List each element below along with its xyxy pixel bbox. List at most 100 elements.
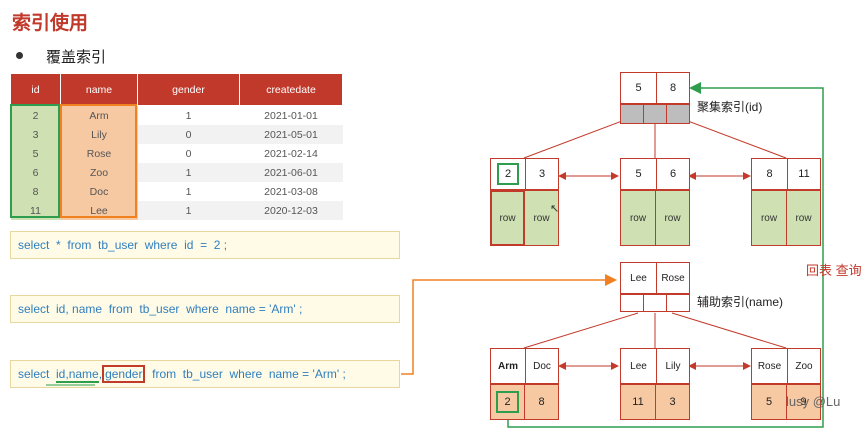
sql-query-3-prefix: select: [18, 367, 57, 381]
leaf-key: 2: [491, 159, 526, 189]
leaf-key: Doc: [533, 360, 551, 372]
cell-id: 11: [10, 201, 61, 220]
table-row: 8 Doc 1 2021-03-08: [10, 182, 343, 201]
pointer-slot: [666, 294, 690, 312]
leaf-key: Lily: [665, 360, 681, 372]
cell-name: Rose: [60, 144, 138, 163]
cell-id: 5: [10, 144, 61, 163]
leaf-key: Arm: [491, 349, 526, 383]
leaf-key: 11: [798, 168, 810, 180]
cell-gender: 1: [137, 182, 240, 201]
sql-query-2: select id, name from tb_user where name …: [10, 295, 400, 323]
leaf-row: row: [786, 190, 821, 246]
secondary-root-key: Lee: [621, 263, 657, 293]
table-row: 6 Zoo 1 2021-06-01: [10, 163, 343, 182]
table-header-row: id name gender createdate: [10, 73, 343, 106]
cell-createdate: 2021-03-08: [239, 182, 343, 201]
table-row: 3 Lily 0 2021-05-01: [10, 125, 343, 144]
leaf-id: 9: [786, 384, 821, 420]
secondary-root-key: Rose: [661, 272, 685, 284]
leaf-key: Rose: [752, 349, 788, 383]
leaf-key: 6: [669, 168, 677, 180]
leaf-key: Zoo: [795, 360, 813, 372]
column-header-createdate: createdate: [239, 73, 343, 106]
secondary-index-label: 辅助索引(name): [697, 295, 784, 309]
cell-id: 6: [10, 163, 61, 182]
sql-query-3-suffix: from tb_user where name = 'Arm' ;: [145, 367, 346, 381]
cell-id: 3: [10, 125, 61, 144]
secondary-leaf-node: Rose Zoo: [751, 348, 821, 384]
sql-id-token: id: [56, 367, 66, 383]
sql-query-3: select id,name,gender from tb_user where…: [10, 360, 400, 388]
secondary-root-node: Lee Rose: [620, 262, 690, 294]
clustered-leaf-node: 8 11: [751, 158, 821, 190]
pointer-slot: [666, 104, 690, 124]
clustered-root-key: 8: [669, 82, 677, 94]
pointer-slot: [643, 294, 667, 312]
pointer-slot: [620, 104, 644, 124]
secondary-leaf-node: Lee Lily: [620, 348, 690, 384]
leaf-id: 11: [620, 384, 656, 420]
leaf-id: 2: [490, 384, 525, 420]
cell-gender: 1: [137, 163, 240, 182]
leaf-row: row: [490, 190, 525, 246]
sql-gender-token: gender: [102, 365, 146, 383]
mouse-cursor-icon: ↖: [550, 203, 560, 215]
clustered-leaf-node: 2 3: [490, 158, 559, 190]
id-column-highlight: [10, 104, 60, 218]
name-column-highlight: [60, 104, 137, 218]
sql-comma: ,: [98, 367, 103, 381]
leaf-id: 5: [751, 384, 787, 420]
table-row: 5 Rose 0 2021-02-14: [10, 144, 343, 163]
page-title: 索引使用: [12, 13, 89, 34]
leaf-id-text: 2: [496, 391, 519, 413]
cell-name: Lily: [60, 125, 138, 144]
sql-query-1: select * from tb_user where id = 2 ;: [10, 231, 400, 259]
table-row: 11 Lee 1 2020-12-03: [10, 201, 343, 220]
clustered-root-node: 5 8: [620, 72, 690, 104]
leaf-row: row: [655, 190, 690, 246]
column-header-gender: gender: [137, 73, 240, 106]
column-header-name: name: [60, 73, 138, 106]
cell-createdate: 2020-12-03: [239, 201, 343, 220]
leaf-row: row: [751, 190, 787, 246]
leaf-key: 3: [538, 168, 546, 180]
cell-name: Zoo: [60, 163, 138, 182]
column-header-id: id: [10, 73, 61, 106]
cell-createdate: 2021-06-01: [239, 163, 343, 182]
user-table: id name gender createdate 2 Arm 1 2021-0…: [10, 73, 343, 220]
leaf-id: 3: [655, 384, 690, 420]
cell-id: 8: [10, 182, 61, 201]
cell-gender: 1: [137, 105, 240, 125]
cell-name: Arm: [60, 105, 138, 125]
cell-gender: 0: [137, 144, 240, 163]
secondary-leaf-node: Arm Doc: [490, 348, 559, 384]
cell-createdate: 2021-05-01: [239, 125, 343, 144]
leaf-key: 8: [752, 159, 788, 189]
leaf-key: Lee: [621, 349, 657, 383]
cell-name: Lee: [60, 201, 138, 220]
table-row: 2 Arm 1 2021-01-01: [10, 105, 343, 125]
cell-id: 2: [10, 105, 61, 125]
watermark: lusy @Lu: [786, 394, 841, 409]
cell-gender: 0: [137, 125, 240, 144]
cell-createdate: 2021-02-14: [239, 144, 343, 163]
leaf-row: row: [524, 190, 559, 246]
leaf-key-text: 2: [496, 163, 520, 185]
sql-comma: ,: [65, 367, 69, 383]
leaf-row: row: [620, 190, 656, 246]
pointer-slot: [620, 294, 644, 312]
back-to-table-label: 回表 查询: [806, 263, 862, 278]
sql-name-token: name: [68, 367, 99, 383]
cell-gender: 1: [137, 201, 240, 220]
cell-createdate: 2021-01-01: [239, 105, 343, 125]
clustered-root-key: 5: [621, 73, 657, 103]
clustered-index-label: 聚集索引(id): [697, 100, 763, 114]
pointer-slot: [643, 104, 667, 124]
bullet-icon: [16, 52, 23, 59]
clustered-leaf-node: 5 6: [620, 158, 690, 190]
bullet-heading: 覆盖索引: [46, 49, 107, 66]
cell-name: Doc: [60, 182, 138, 201]
leaf-key: 5: [621, 159, 657, 189]
